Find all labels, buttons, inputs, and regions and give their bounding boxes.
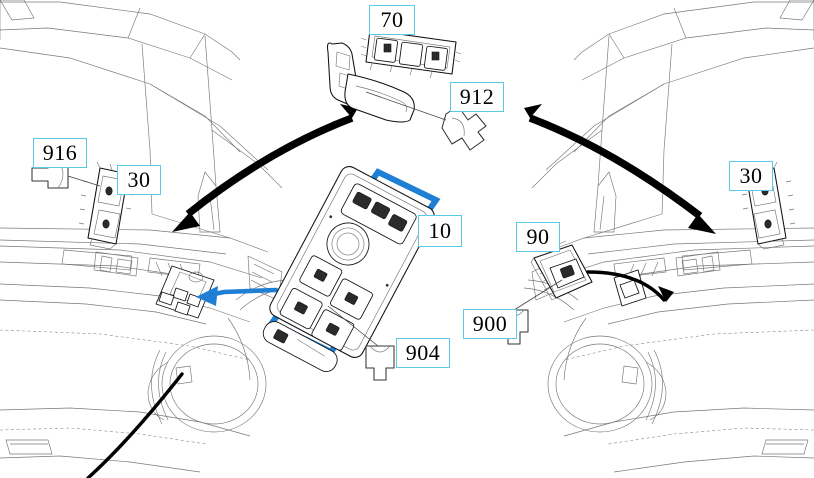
callout-900[interactable]: 900 [463,309,517,339]
orientation-arrow-right [524,104,716,234]
callout-70[interactable]: 70 [369,5,415,35]
callout-912[interactable]: 912 [450,82,504,112]
callout-30-left[interactable]: 30 [117,165,161,195]
left-interior-outline [0,0,291,478]
callout-904[interactable]: 904 [396,338,450,368]
connector-912-symbol [365,91,487,151]
callout-10[interactable]: 10 [418,215,462,247]
connector-904-symbol [327,305,395,381]
left-door-switch-inset [155,265,215,319]
part-10-master-switch-panel [262,166,435,372]
callout-90[interactable]: 90 [516,222,560,252]
highlight-pointer-arrow [196,286,279,306]
right-door-switch-inset [613,269,647,307]
callout-916[interactable]: 916 [33,138,87,168]
part-70-seat-switch-assembly [326,29,462,123]
part-90-passenger-window-switch [530,240,593,301]
callout-30-right[interactable]: 30 [729,161,773,191]
leader-arrow-part-90 [586,270,666,302]
